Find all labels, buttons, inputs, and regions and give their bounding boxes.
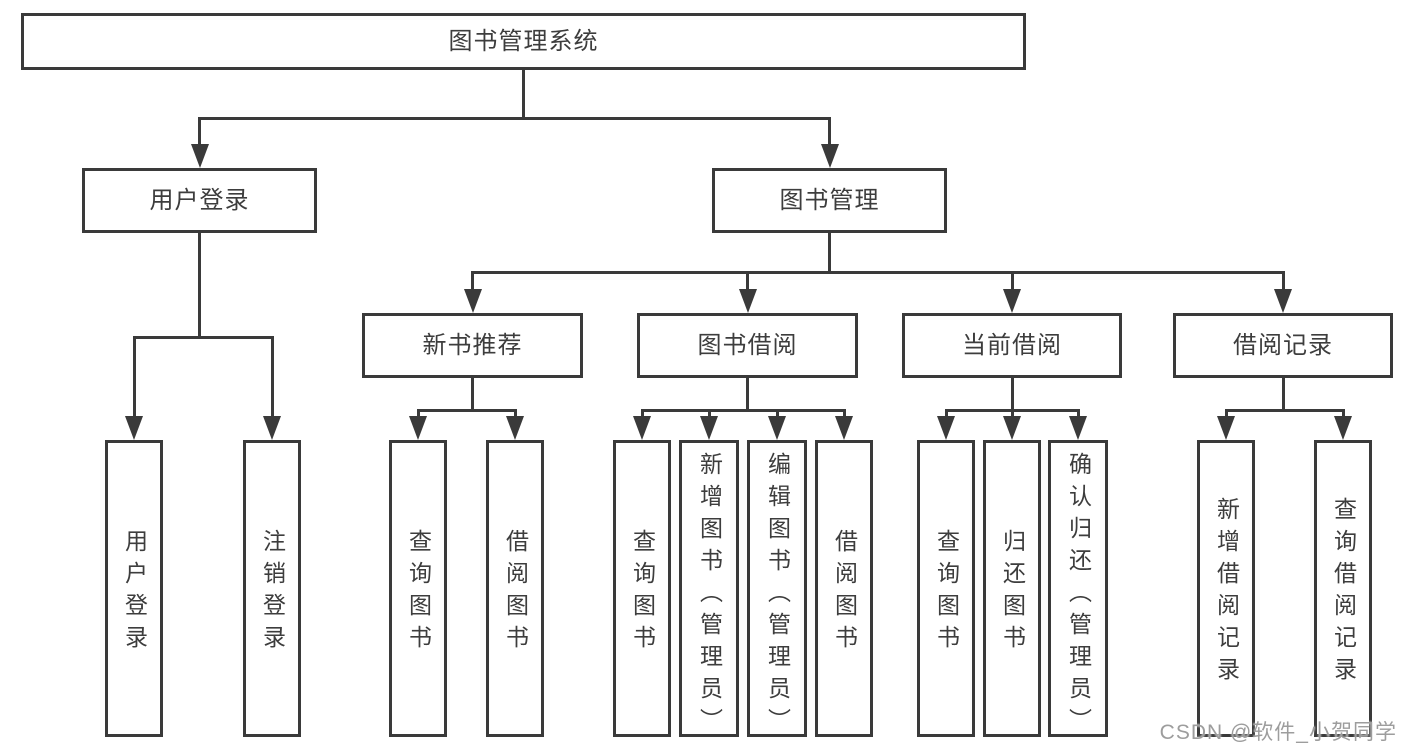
node-leaf-query-book-2: 查询图书	[613, 440, 671, 737]
connector-line	[522, 70, 525, 118]
connector-line	[1224, 410, 1228, 420]
node-user-login: 用户登录	[82, 168, 317, 233]
node-borrow-records: 借阅记录	[1173, 313, 1393, 378]
arrow-down-icon	[768, 416, 786, 440]
arrow-down-icon	[409, 416, 427, 440]
arrow-down-icon	[1274, 289, 1292, 313]
connector-line	[198, 116, 831, 120]
arrow-down-icon	[1334, 416, 1352, 440]
node-root: 图书管理系统	[21, 13, 1026, 70]
arrow-down-icon	[190, 144, 209, 168]
arrow-down-icon	[820, 144, 839, 168]
node-leaf-query-record: 查询借阅记录	[1314, 440, 1372, 737]
connector-line	[746, 272, 749, 293]
connector-line	[746, 378, 749, 410]
node-book-borrow: 图书借阅	[637, 313, 858, 378]
arrow-down-icon	[1069, 416, 1087, 440]
connector-line	[640, 410, 644, 420]
connector-line	[1010, 272, 1014, 293]
connector-line	[775, 410, 779, 420]
node-leaf-confirm-return: 确认归还（管理员）	[1048, 440, 1108, 740]
connector-line	[1281, 272, 1285, 293]
connector-line	[471, 378, 474, 410]
connector-line	[132, 337, 136, 420]
connector-line	[270, 337, 274, 420]
arrow-down-icon	[263, 416, 281, 440]
node-current-borrow: 当前借阅	[902, 313, 1122, 378]
arrow-down-icon	[1217, 416, 1235, 440]
connector-line	[471, 272, 474, 293]
arrow-down-icon	[1003, 416, 1021, 440]
node-leaf-edit-book: 编辑图书（管理员）	[747, 440, 807, 740]
connector-line	[1281, 378, 1285, 410]
connector-line	[1010, 410, 1014, 420]
connector-line	[416, 410, 420, 420]
node-leaf-borrow-book-1: 借阅图书	[486, 440, 544, 737]
connector-line	[707, 410, 711, 420]
node-leaf-query-book-3: 查询图书	[917, 440, 975, 737]
connector-line	[842, 410, 846, 420]
arrow-down-icon	[125, 416, 143, 440]
connector-line	[944, 410, 948, 420]
connector-line	[1010, 378, 1014, 410]
node-leaf-query-book-1: 查询图书	[389, 440, 447, 737]
arrow-down-icon	[463, 289, 482, 313]
connector-line	[1341, 410, 1345, 420]
connector-line	[828, 118, 831, 148]
connector-line	[132, 335, 274, 339]
node-leaf-borrow-book-2: 借阅图书	[815, 440, 873, 737]
connector-line	[471, 270, 1285, 274]
node-new-book-rec: 新书推荐	[362, 313, 583, 378]
connector-line	[513, 410, 517, 420]
arrow-down-icon	[633, 416, 651, 440]
connector-line	[198, 118, 201, 148]
arrow-down-icon	[700, 416, 718, 440]
watermark: CSDN @软件_小贺同学	[1159, 721, 1397, 744]
node-leaf-logout: 注销登录	[243, 440, 301, 737]
connector-line	[640, 408, 846, 412]
arrow-down-icon	[1003, 289, 1021, 313]
arrow-down-icon	[506, 416, 524, 440]
connector-line	[416, 408, 517, 412]
node-book-mgmt: 图书管理	[712, 168, 947, 233]
connector-line	[828, 233, 831, 272]
connector-line	[1076, 410, 1080, 420]
arrow-down-icon	[835, 416, 853, 440]
node-leaf-add-record: 新增借阅记录	[1197, 440, 1255, 737]
node-leaf-add-book: 新增图书（管理员）	[679, 440, 739, 740]
node-leaf-user-login: 用户登录	[105, 440, 163, 737]
arrow-down-icon	[937, 416, 955, 440]
node-leaf-return-book: 归还图书	[983, 440, 1041, 737]
arrow-down-icon	[738, 289, 757, 313]
connector-line	[1224, 408, 1345, 412]
connector-line	[198, 233, 201, 337]
